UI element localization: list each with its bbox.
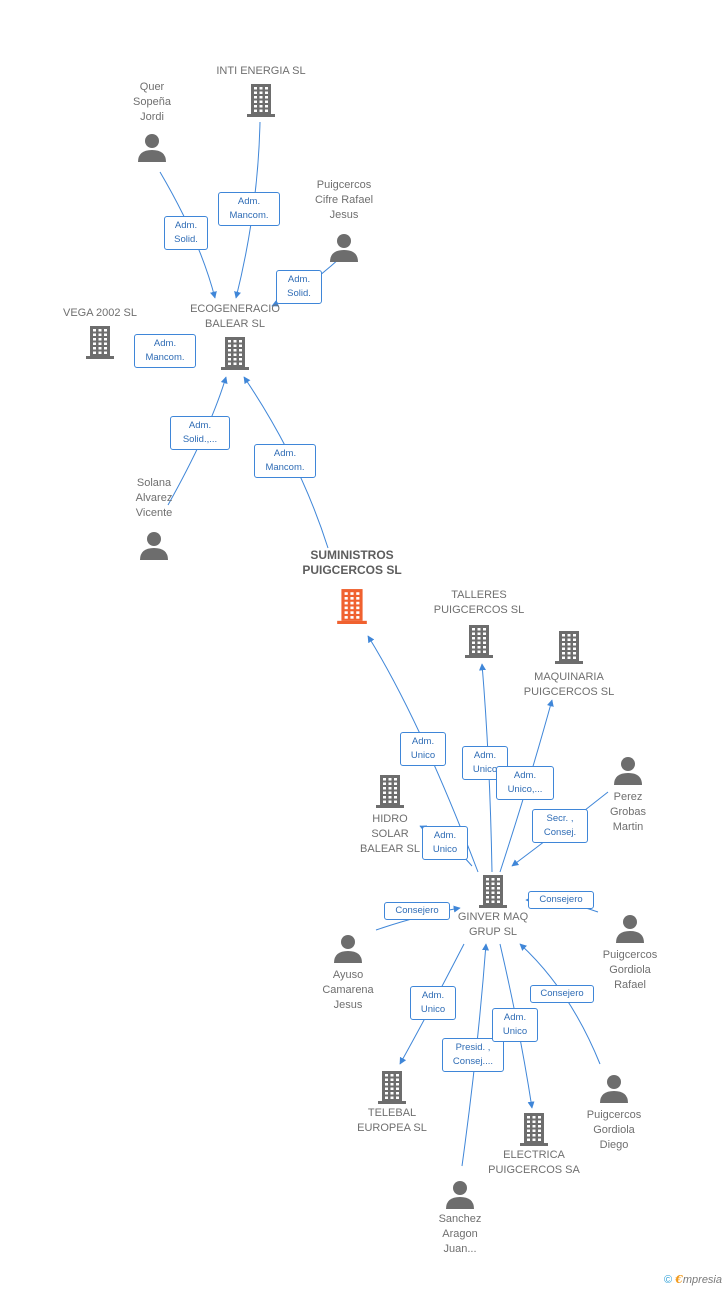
brand-name: mpresia [682, 1274, 722, 1286]
node-electrica-puigcercos[interactable]: ELECTRICA PUIGCERCOS SA [478, 1112, 590, 1178]
relation-badge[interactable]: Adm. Solid. [276, 270, 322, 304]
empresia-logo-icon: € [675, 1273, 683, 1286]
node-label: Quer Sopeña Jordi [133, 81, 171, 123]
node-hidro-solar-balear[interactable]: HIDRO SOLAR BALEAR SL [350, 774, 430, 857]
node-puigcercos-gordiola-diego[interactable]: Puigcercos Gordiola Diego [568, 1074, 660, 1153]
node-suministros-puigcercos[interactable]: SUMINISTROS PUIGCERCOS SL [290, 548, 414, 624]
node-label: Perez Grobas Martin [609, 791, 647, 833]
building-icon [520, 1113, 548, 1146]
building-icon [378, 1071, 406, 1104]
relation-badge[interactable]: Adm. Solid. [164, 216, 208, 250]
person-icon [140, 532, 168, 560]
node-ayuso-camarena[interactable]: Ayuso Camarena Jesus [310, 934, 386, 1013]
relation-badge[interactable]: Adm. Unico [400, 732, 446, 766]
relation-badge[interactable]: Presid. , Consej.... [442, 1038, 504, 1072]
node-perez-grobas[interactable]: Perez Grobas Martin [592, 756, 664, 835]
node-telebal-europea[interactable]: TELEBAL EUROPEA SL [346, 1070, 438, 1136]
node-label: SUMINISTROS PUIGCERCOS SL [302, 548, 402, 577]
building-icon [376, 775, 404, 808]
relation-badge[interactable]: Adm. Mancom. [254, 444, 316, 478]
person-icon [616, 915, 644, 943]
node-maquinaria-puigcercos[interactable]: MAQUINARIA PUIGCERCOS SL [512, 630, 626, 700]
node-vega-2002[interactable]: VEGA 2002 SL [52, 306, 148, 359]
person-icon [330, 234, 358, 262]
node-solana-alvarez[interactable]: Solana Alvarez Vicente [116, 476, 192, 561]
building-icon [465, 625, 493, 658]
node-label: ELECTRICA PUIGCERCOS SA [488, 1149, 580, 1176]
building-icon [555, 631, 583, 664]
node-talleres-puigcercos[interactable]: TALLERES PUIGCERCOS SL [422, 588, 536, 658]
node-quer-sopena-jordi[interactable]: Quer Sopeña Jordi [114, 80, 190, 163]
person-icon [138, 134, 166, 162]
node-ginver-maq-grup[interactable]: GINVER MAQ GRUP SL [446, 874, 540, 940]
node-label: MAQUINARIA PUIGCERCOS SL [523, 671, 615, 698]
relation-badge[interactable]: Consejero [530, 985, 594, 1003]
person-icon [446, 1181, 474, 1209]
node-label: Puigcercos Gordiola Rafael [602, 949, 658, 991]
building-icon [479, 875, 507, 908]
node-label: VEGA 2002 SL [63, 307, 137, 319]
building-icon [221, 337, 249, 370]
building-icon [247, 84, 275, 117]
relation-badge[interactable]: Adm. Mancom. [218, 192, 280, 226]
footer-brand: © €mpresia [664, 1273, 722, 1286]
node-puigcercos-cifre[interactable]: Puigcercos Cifre Rafael Jesus [296, 178, 392, 263]
node-label: Puigcercos Cifre Rafael Jesus [314, 179, 374, 221]
node-ecogeneracio-balear[interactable]: ECOGENERACIO BALEAR SL [180, 302, 290, 370]
relation-badge[interactable]: Secr. , Consej. [532, 809, 588, 843]
person-icon [600, 1075, 628, 1103]
node-label: Puigcercos Gordiola Diego [586, 1109, 642, 1151]
relation-badge[interactable]: Adm. Mancom. [134, 334, 196, 368]
relation-badge[interactable]: Adm. Unico [410, 986, 456, 1020]
node-label: TELEBAL EUROPEA SL [357, 1107, 427, 1134]
node-label: Ayuso Camarena Jesus [322, 969, 374, 1011]
relation-badge[interactable]: Adm. Unico [492, 1008, 538, 1042]
node-label: GINVER MAQ GRUP SL [457, 911, 529, 938]
node-label: Solana Alvarez Vicente [135, 477, 173, 519]
node-label: INTI ENERGIA SL [216, 65, 306, 77]
node-sanchez-aragon[interactable]: Sanchez Aragon Juan... [420, 1180, 500, 1257]
node-label: ECOGENERACIO BALEAR SL [190, 303, 280, 330]
node-label: TALLERES PUIGCERCOS SL [433, 589, 525, 616]
relation-badge[interactable]: Adm. Solid.,... [170, 416, 230, 450]
copyright-symbol: © [664, 1274, 673, 1286]
relation-badge[interactable]: Consejero [528, 891, 594, 909]
person-icon [334, 935, 362, 963]
relation-badge[interactable]: Adm. Unico [422, 826, 468, 860]
person-icon [614, 757, 642, 785]
node-label: HIDRO SOLAR BALEAR SL [360, 813, 420, 855]
building-icon [86, 326, 114, 359]
building-icon [337, 589, 367, 624]
node-puigcercos-gordiola-rafael[interactable]: Puigcercos Gordiola Rafael [584, 914, 676, 993]
relation-badge[interactable]: Consejero [384, 902, 450, 920]
relation-badge[interactable]: Adm. Unico,... [496, 766, 554, 800]
node-label: Sanchez Aragon Juan... [438, 1213, 482, 1255]
node-inti-energia[interactable]: INTI ENERGIA SL [200, 64, 322, 117]
